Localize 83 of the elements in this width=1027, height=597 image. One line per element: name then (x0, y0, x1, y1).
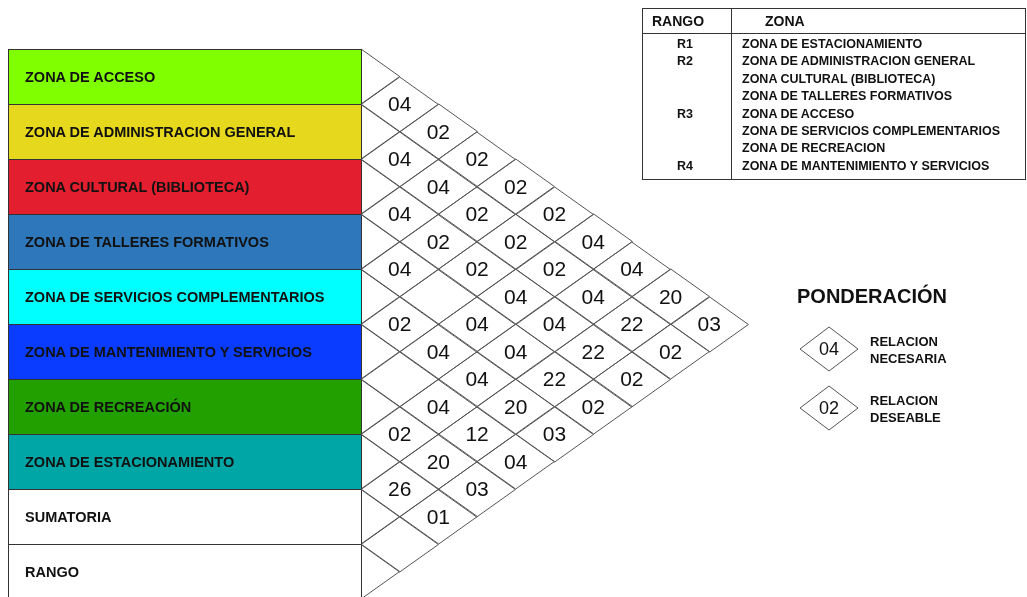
zone-name: ZONA DE TALLERES FORMATIVOS (24, 234, 269, 250)
weight-value: 04 (504, 449, 528, 474)
weight-value: 02 (388, 422, 412, 446)
weight-value: 20 (426, 449, 451, 474)
zone-row (8, 269, 362, 325)
weight-value: 22 (542, 367, 567, 391)
weight-value: 04 (426, 394, 451, 419)
zone-name: ZONA DE TALLERES FORMATIVOS (742, 89, 953, 104)
range-code: R1 (677, 37, 693, 51)
zone-row (8, 214, 362, 270)
zone-row (8, 159, 362, 215)
weight-value: 04 (504, 339, 528, 364)
weight-value: 03 (542, 422, 567, 446)
legend-text: RELACION NECESARIA (870, 333, 948, 367)
weight-value: 20 (504, 394, 528, 419)
zone-row (8, 489, 362, 545)
weight-value: 03 (697, 312, 721, 336)
weight-value: 03 (465, 477, 489, 501)
weight-value: 20 (658, 284, 683, 309)
weight-value: 26 (388, 477, 412, 501)
zone-row (8, 379, 362, 435)
zone-row (8, 544, 362, 597)
range-code: R2 (677, 54, 693, 69)
weight-value: 02 (465, 257, 489, 281)
zone-name: ZONA DE ADMINISTRACION GENERAL (742, 54, 976, 69)
zone-name: ZONA DE ESTACIONAMIENTO (24, 454, 235, 470)
weight-value: 04 (581, 229, 605, 254)
weight-value: 22 (581, 339, 605, 364)
weight-value: 04 (388, 202, 412, 226)
legend-diamond (800, 386, 858, 430)
weight-value: 04 (388, 92, 412, 116)
weight-value: 04 (388, 147, 412, 171)
zone-name: RANGO (24, 564, 79, 580)
weight-value: 04 (426, 339, 451, 364)
zone-name: ZONA DE ACCESO (24, 69, 156, 85)
weight-value: 02 (542, 202, 567, 226)
weight-value: 22 (620, 312, 644, 336)
weight-value: 04 (388, 257, 412, 281)
weight-value: 02 (465, 147, 489, 171)
zone-name: ZONA DE SERVICIOS COMPLEMENTARIOS (24, 289, 325, 305)
zone-name: ZONA DE ADMINISTRACION GENERAL (24, 124, 296, 140)
zone-row (8, 324, 362, 380)
legend-title: PONDERACIÓN (797, 285, 947, 308)
weight-value: 02 (620, 367, 644, 391)
weight-value: 02 (426, 119, 451, 144)
weight-value: 02 (658, 339, 683, 364)
weight-value: 04 (581, 284, 605, 309)
zone-name: ZONA DE SERVICIOS COMPLEMENTARIOS (742, 124, 1001, 138)
zone-name: ZONA CULTURAL (BIBLIOTECA) (24, 179, 250, 195)
weight-value: 02 (388, 312, 412, 336)
weight-value: 04 (819, 338, 839, 360)
zone-name: ZONA DE RECREACION (742, 141, 886, 156)
zone-name: SUMATORIA (24, 509, 112, 525)
weight-value: 12 (465, 422, 489, 446)
weight-value: 04 (542, 312, 567, 336)
zone-name: ZONA DE MANTENIMIENTO Y SERVICIOS (742, 158, 990, 173)
legend-text: RELACION DESEABLE (870, 392, 942, 426)
legend-diamond (800, 327, 858, 371)
weight-value: 02 (819, 397, 839, 419)
weight-value: 04 (426, 174, 451, 199)
weight-value: 02 (581, 394, 605, 419)
zone-name: ZONA DE ESTACIONAMIENTO (742, 37, 923, 51)
weight-value: 02 (542, 257, 567, 281)
weight-value: 04 (465, 367, 489, 391)
column-header: ZONA (765, 13, 805, 29)
zone-row (8, 104, 362, 160)
range-code: R3 (677, 106, 693, 121)
weight-value: 04 (620, 257, 644, 281)
range-code: R4 (677, 158, 693, 173)
weight-value: 04 (504, 284, 528, 309)
zone-name: ZONA CULTURAL (BIBLIOTECA) (742, 71, 936, 86)
column-header: RANGO (652, 13, 705, 29)
zone-row (8, 49, 362, 105)
zone-row (8, 434, 362, 490)
weight-value: 02 (504, 174, 528, 199)
zone-name: ZONA DE ACCESO (742, 106, 855, 121)
weight-value: 01 (426, 504, 451, 529)
weight-value: 02 (426, 229, 451, 254)
zone-name: ZONA DE RECREACIÓN (24, 399, 192, 415)
weight-value: 02 (465, 202, 489, 226)
weight-value: 04 (465, 312, 489, 336)
weight-value: 02 (504, 229, 528, 254)
zone-name: ZONA DE MANTENIMIENTO Y SERVICIOS (24, 344, 312, 360)
